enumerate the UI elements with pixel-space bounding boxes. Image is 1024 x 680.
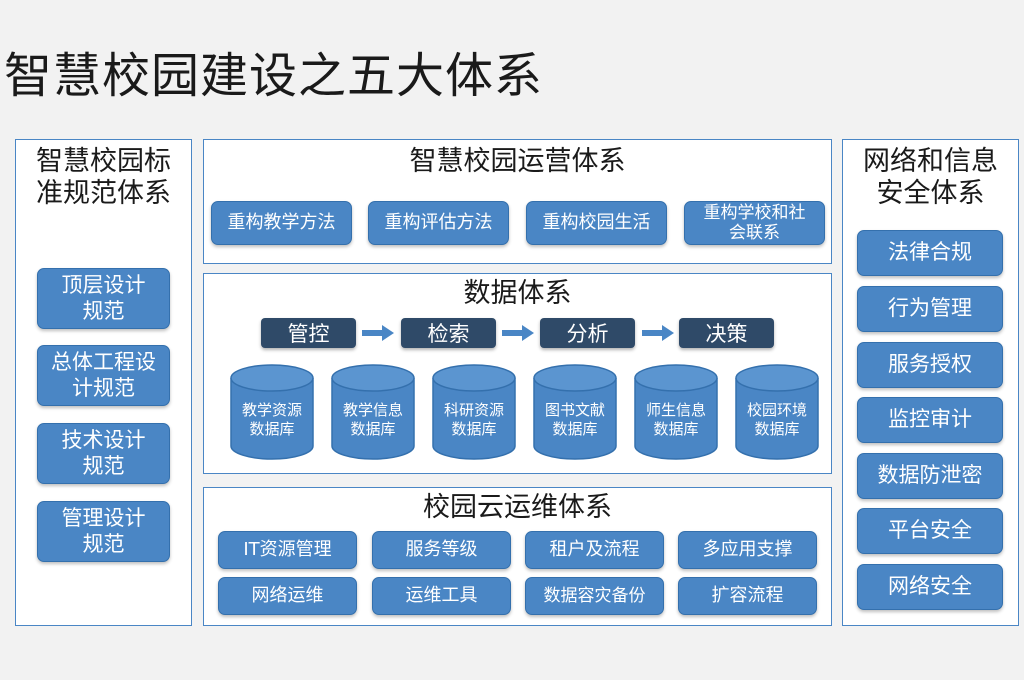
security-title: 网络和信息安全体系 — [863, 146, 998, 210]
cloud-title: 校园云运维体系 — [423, 492, 612, 523]
standards-item[interactable]: 技术设计规范 — [37, 423, 170, 484]
data-panel: 数据体系 管控 检索 分析 决策 教学资源数据库 教学信息数据库 科研资源数据库 — [203, 273, 832, 474]
security-item[interactable]: 网络安全 — [857, 564, 1003, 610]
operations-item[interactable]: 重构学校和社会联系 — [684, 201, 825, 245]
security-item[interactable]: 行为管理 — [857, 286, 1003, 332]
database-icon — [331, 364, 415, 460]
database-icon — [533, 364, 617, 460]
operations-item[interactable]: 重构教学方法 — [211, 201, 352, 245]
security-item[interactable]: 平台安全 — [857, 508, 1003, 554]
operations-panel: 智慧校园运营体系 重构教学方法 重构评估方法 重构校园生活 重构学校和社会联系 — [203, 139, 832, 264]
data-title: 数据体系 — [463, 278, 572, 309]
database-cylinder[interactable]: 科研资源数据库 — [432, 364, 516, 460]
database-icon — [230, 364, 314, 460]
flow-step[interactable]: 检索 — [401, 318, 496, 348]
arrow-right-icon — [502, 325, 534, 341]
database-cylinder[interactable]: 校园环境数据库 — [735, 364, 819, 460]
cloud-item[interactable]: 租户及流程 — [525, 531, 664, 569]
standards-title: 智慧校园标准规范体系 — [36, 146, 171, 210]
database-cylinder[interactable]: 师生信息数据库 — [634, 364, 718, 460]
security-item[interactable]: 数据防泄密 — [857, 453, 1003, 499]
arrow-right-icon — [642, 325, 674, 341]
database-cylinder[interactable]: 教学信息数据库 — [331, 364, 415, 460]
database-cylinder[interactable]: 图书文献数据库 — [533, 364, 617, 460]
security-panel: 网络和信息安全体系 法律合规 行为管理 服务授权 监控审计 数据防泄密 平台安全… — [842, 139, 1019, 626]
cloud-item[interactable]: 运维工具 — [372, 577, 511, 615]
database-icon — [432, 364, 516, 460]
database-icon — [735, 364, 819, 460]
flow-step[interactable]: 管控 — [261, 318, 356, 348]
standards-item[interactable]: 顶层设计规范 — [37, 268, 170, 329]
standards-panel: 智慧校园标准规范体系 顶层设计规范 总体工程设计规范 技术设计规范 管理设计规范 — [15, 139, 192, 626]
standards-item[interactable]: 管理设计规范 — [37, 501, 170, 562]
database-cylinder[interactable]: 教学资源数据库 — [230, 364, 314, 460]
security-item[interactable]: 法律合规 — [857, 230, 1003, 276]
cloud-item[interactable]: 数据容灾备份 — [525, 577, 664, 615]
operations-item[interactable]: 重构校园生活 — [526, 201, 667, 245]
cloud-panel: 校园云运维体系 IT资源管理 服务等级 租户及流程 多应用支撑 网络运维 运维工… — [203, 487, 832, 626]
cloud-item[interactable]: IT资源管理 — [218, 531, 357, 569]
standards-item[interactable]: 总体工程设计规范 — [37, 345, 170, 406]
database-label: 师生信息数据库 — [645, 400, 706, 439]
flow-step[interactable]: 分析 — [540, 318, 635, 348]
flow-step[interactable]: 决策 — [679, 318, 774, 348]
cloud-item[interactable]: 多应用支撑 — [678, 531, 817, 569]
database-icon — [634, 364, 718, 460]
cloud-item[interactable]: 服务等级 — [372, 531, 511, 569]
cloud-item[interactable]: 网络运维 — [218, 577, 357, 615]
cloud-item[interactable]: 扩容流程 — [678, 577, 817, 615]
page-title: 智慧校园建设之五大体系 — [4, 48, 544, 104]
arrow-right-icon — [362, 325, 394, 341]
database-label: 校园环境数据库 — [746, 400, 807, 439]
database-label: 教学资源数据库 — [241, 400, 302, 439]
security-item[interactable]: 监控审计 — [857, 397, 1003, 443]
operations-item[interactable]: 重构评估方法 — [368, 201, 509, 245]
operations-title: 智慧校园运营体系 — [409, 146, 626, 177]
database-label: 教学信息数据库 — [342, 400, 403, 439]
database-label: 图书文献数据库 — [544, 400, 605, 439]
security-item[interactable]: 服务授权 — [857, 342, 1003, 388]
database-label: 科研资源数据库 — [443, 400, 504, 439]
